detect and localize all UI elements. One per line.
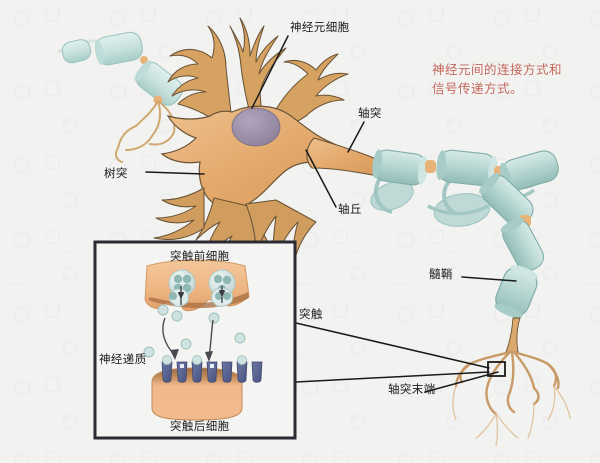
label-presynaptic-cell: 突触前细胞 xyxy=(170,249,230,263)
caption-line-1: 神经元间的连接方式和 xyxy=(432,62,563,77)
leader-dendrite xyxy=(145,171,205,175)
leader-hillock xyxy=(305,149,337,208)
leader-myelin xyxy=(461,276,517,282)
caption-line-2: 信号传递方式。 xyxy=(432,81,524,97)
label-myelin-sheath: 髓鞘 xyxy=(429,267,453,281)
leader-synapse-upper xyxy=(295,322,490,369)
synapse-callout-box xyxy=(487,361,506,377)
label-dendrite: 树突 xyxy=(104,166,128,180)
label-synapse: 突触 xyxy=(299,307,323,321)
node-of-ranvier xyxy=(425,160,436,173)
leader-neuron-cell xyxy=(251,35,289,109)
label-neuron-cell: 神经元细胞 xyxy=(290,20,350,34)
label-axon-terminal: 轴突末端 xyxy=(388,382,436,396)
label-axon: 轴突 xyxy=(358,106,382,120)
dendrite-tree-upper xyxy=(167,17,349,129)
neurotransmitter-molecules xyxy=(143,304,246,358)
axon-and-hillock xyxy=(306,137,379,177)
receptors xyxy=(161,354,263,383)
neuron-soma xyxy=(160,105,357,210)
label-postsynaptic-cell: 突触后细胞 xyxy=(170,419,230,433)
leader-terminal xyxy=(424,371,499,393)
nucleus xyxy=(231,107,281,147)
synapse-inset-panel xyxy=(93,240,297,440)
incoming-axon xyxy=(57,31,184,163)
leader-synapse-lower xyxy=(295,371,490,383)
myelinated-axon xyxy=(370,149,559,318)
caption-block: 神经元间的连接方式和 信号传递方式。 xyxy=(432,60,562,99)
leader-lines xyxy=(145,35,517,393)
postsynaptic-cell-body xyxy=(151,367,243,421)
label-neurotransmitter: 神经递质 xyxy=(99,352,147,366)
label-axon-hillock: 轴丘 xyxy=(338,202,362,216)
leader-axon xyxy=(347,121,365,153)
